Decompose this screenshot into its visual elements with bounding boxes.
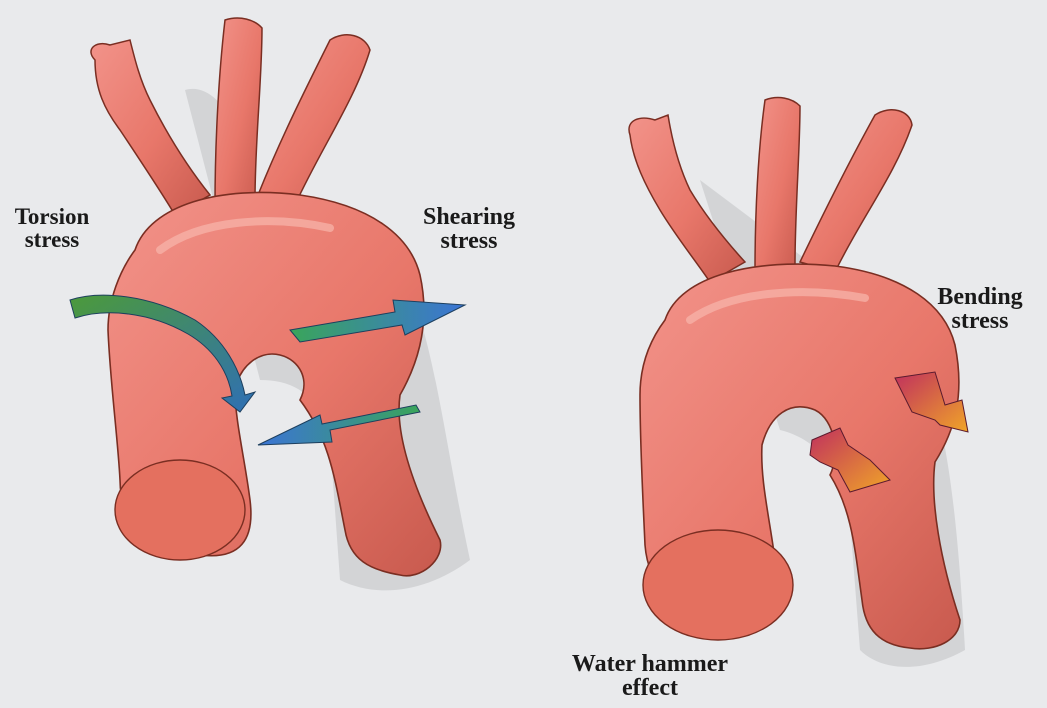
water-hammer-label-line2: effect xyxy=(556,676,744,700)
shearing-label-line2: stress xyxy=(398,229,540,253)
torsion-label-line1: Torsion xyxy=(6,205,98,228)
left-branch-1 xyxy=(91,40,210,215)
right-branch-2 xyxy=(755,98,800,270)
right-aortic-root xyxy=(643,530,793,640)
left-branch-3 xyxy=(258,35,370,205)
shearing-label-line1: Shearing xyxy=(398,205,540,229)
bending-stress-label: Bending stress xyxy=(920,285,1040,333)
torsion-label-line2: stress xyxy=(6,228,98,251)
bending-label-line2: stress xyxy=(920,309,1040,333)
water-hammer-label-line1: Water hammer xyxy=(556,652,744,676)
left-branch-2 xyxy=(215,18,262,205)
bending-label-line1: Bending xyxy=(920,285,1040,309)
shearing-stress-label: Shearing stress xyxy=(398,205,540,253)
water-hammer-effect-label: Water hammer effect xyxy=(556,652,744,700)
left-aortic-root xyxy=(115,460,245,560)
right-branch-3 xyxy=(800,110,912,272)
right-branch-1 xyxy=(629,115,745,282)
torsion-stress-label: Torsion stress xyxy=(6,205,98,251)
